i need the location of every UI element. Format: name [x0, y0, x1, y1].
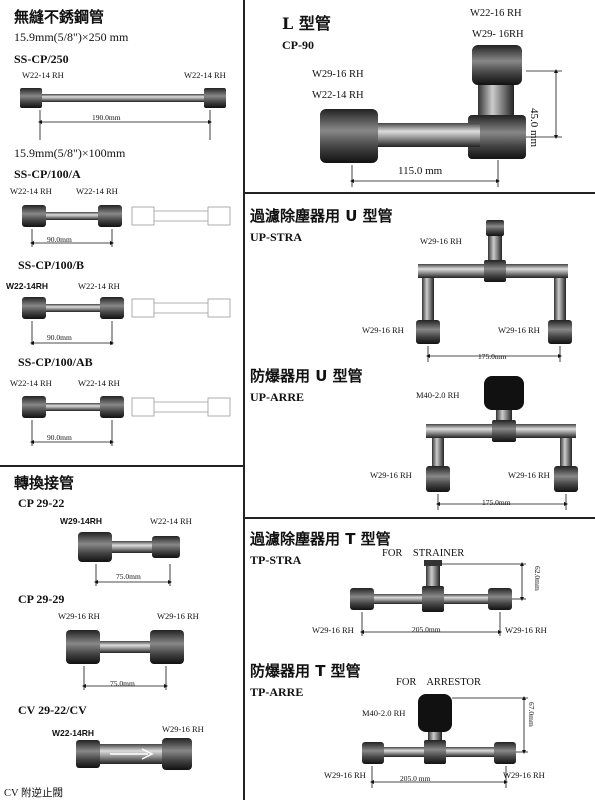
dim-115: 115.0 mm — [398, 165, 443, 177]
label-l2: W22-14 RH — [312, 90, 364, 101]
label-tr1: W22-16 RH — [470, 8, 522, 19]
label-left: W22-14 RH — [10, 186, 52, 196]
for-arrestor: FOR ARRESTOR — [396, 677, 481, 688]
label-left: W29-16 RH — [58, 611, 100, 621]
section-divider-right-2 — [243, 517, 595, 519]
code-ss-cp-100-b: SS-CP/100/B — [18, 258, 85, 272]
pipe-ss-cp-100-ab — [22, 396, 231, 446]
column-divider — [243, 0, 245, 800]
l-pipe-title: L 型管 — [282, 14, 331, 33]
t-pipe-arre — [362, 694, 528, 788]
label-right: W29-16 RH — [157, 611, 199, 621]
label-top: M40-2.0 RH — [416, 390, 460, 400]
u-pipe-arre — [426, 376, 578, 510]
u-pipe-stra — [416, 220, 572, 362]
code-cp-29-22: CP 29-22 — [18, 496, 65, 510]
label-right: W22-14 RH — [76, 186, 118, 196]
dim-90-b: 90.0mm — [47, 333, 72, 342]
adapter-title: 轉換接管 — [14, 474, 75, 492]
u-arre-title: 防爆器用 U 型管 — [250, 367, 363, 385]
spec-100: 15.9mm(5/8")×100mm — [14, 146, 126, 160]
dim-67: 67.0mm — [527, 702, 536, 727]
adapter-cp-29-29 — [66, 630, 184, 690]
dim-45: 45.0 mm — [528, 108, 540, 148]
label-right: W22-14 RH — [150, 516, 192, 526]
dim-90-ab: 90.0mm — [47, 433, 72, 442]
label-left: W29-16 RH — [362, 325, 404, 335]
code-ss-cp-100-ab: SS-CP/100/AB — [18, 355, 93, 369]
spec-250: 15.9mm(5/8")×250 mm — [14, 30, 129, 44]
label-right: W22-14 RH — [78, 378, 120, 388]
label-right: W29-16 RH — [505, 625, 547, 635]
label-left: W22-14 RH — [10, 378, 52, 388]
label-left: W22-14RH — [6, 281, 49, 291]
dim-90-a: 90.0mm — [47, 235, 72, 244]
pipe-ss-cp-100-a — [22, 205, 231, 247]
adapter-cp-29-22 — [78, 532, 180, 586]
u-stra-title: 過濾除塵器用 U 型管 — [250, 207, 393, 225]
code-cp-90: CP-90 — [282, 38, 314, 52]
t-arre-title: 防爆器用 T 型管 — [250, 662, 361, 680]
l-pipe-cp-90 — [320, 45, 562, 187]
label-right: W29-16 RH — [503, 770, 545, 780]
code-ss-cp-250: SS-CP/250 — [14, 52, 69, 66]
label-left: W22-14 RH — [22, 70, 64, 80]
label-right: W29-16 RH — [498, 325, 540, 335]
dim-175-b: 175.0mm — [482, 498, 511, 507]
t-pipe-stra — [350, 560, 526, 636]
code-up-arre: UP-ARRE — [250, 390, 304, 404]
code-cv-29-22: CV 29-22/CV — [18, 703, 87, 717]
label-left: W29-16 RH — [324, 770, 366, 780]
label-left: W29-14RH — [60, 516, 103, 526]
dim-205-a: 205.0mm — [412, 625, 441, 634]
label-l1: W29-16 RH — [312, 69, 364, 80]
check-valve-cv — [76, 738, 192, 770]
dim-190: 190.0mm — [92, 113, 121, 122]
label-right: W29-16 RH — [508, 470, 550, 480]
seamless-pipe-title: 無縫不銹鋼管 — [14, 8, 105, 26]
label-right: W29-16 RH — [162, 724, 204, 734]
code-tp-stra: TP-STRA — [250, 553, 302, 567]
dim-62: 62.0mm — [533, 566, 542, 591]
label-top: W29-16 RH — [420, 236, 462, 246]
label-left: W29-16 RH — [370, 470, 412, 480]
for-strainer: FOR STRAINER — [382, 548, 465, 559]
label-left: W29-16 RH — [312, 625, 354, 635]
code-tp-arre: TP-ARRE — [250, 685, 304, 699]
cv-note: CV 附逆止閥 — [4, 788, 64, 799]
label-left: W22-14RH — [52, 728, 95, 738]
section-divider-right-1 — [243, 192, 595, 194]
dim-75-b: 75.0mm — [110, 679, 135, 688]
section-divider-left — [0, 465, 243, 467]
dim-75-a: 75.0mm — [116, 572, 141, 581]
label-right: W22-14 RH — [184, 70, 226, 80]
label-top: M40-2.0 RH — [362, 708, 406, 718]
dim-205-b: 205.0 mm — [400, 774, 431, 783]
code-ss-cp-100-a: SS-CP/100/A — [14, 167, 81, 181]
code-cp-29-29: CP 29-29 — [18, 592, 65, 606]
t-stra-title: 過濾除塵器用 T 型管 — [250, 530, 391, 548]
pipe-ss-cp-100-b — [22, 297, 231, 345]
pipe-ss-cp-250 — [20, 88, 226, 140]
label-tr2: W29- 16RH — [472, 29, 524, 40]
dim-175-a: 175.0mm — [478, 352, 507, 361]
code-up-stra: UP-STRA — [250, 230, 303, 244]
label-right: W22-14 RH — [78, 281, 120, 291]
